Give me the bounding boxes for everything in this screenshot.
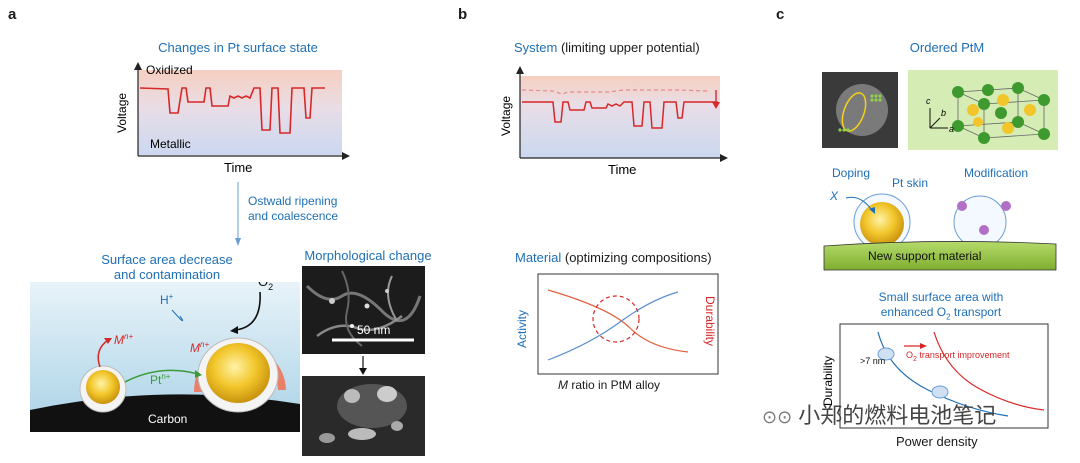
pt-ion-label: Ptn+ [150, 372, 171, 387]
dissolution-arrow [97, 339, 109, 368]
axis-a-label: a [949, 124, 954, 134]
ostwald-arrow [235, 182, 241, 246]
axis-b-label: b [941, 108, 946, 118]
pt-surface-state-title: Changes in Pt surface state [158, 40, 318, 55]
dopant-x-label: X [829, 189, 839, 203]
ostwald-label-line1: Ostwald ripening [248, 194, 338, 208]
o2-label: O2 [258, 282, 273, 292]
oxidized-label: Oxidized [146, 63, 193, 77]
doping-label: Doping [832, 166, 871, 180]
durability-label-b: Durability [703, 296, 717, 346]
small-sa-line1: Small surface area with [878, 290, 1004, 304]
axis-c-label: c [926, 96, 931, 106]
large-pt-particle [206, 343, 270, 403]
surface-area-line1: Surface area decrease [101, 252, 233, 267]
durability-axis-label-c: Durability [821, 356, 835, 406]
carbon-label: Carbon [148, 412, 187, 426]
durability-curve [547, 289, 689, 353]
m-ratio-axis-label: M ratio in PtM alloy [558, 378, 660, 392]
panel-letter-b: b [458, 6, 468, 23]
tem-image-after [302, 376, 425, 456]
m-ratio-m: M [558, 378, 568, 392]
time-axis-label-b: Time [608, 162, 636, 177]
material-label-rest: (optimizing compositions) [561, 250, 712, 265]
voltage-axis-label-b: Voltage [499, 96, 513, 136]
nm-label: >7 nm [860, 356, 885, 366]
redeposition-arrow [124, 369, 199, 383]
voltage-trace [139, 87, 325, 134]
voltage-axis-label: Voltage [115, 93, 129, 133]
tem-down-arrow [359, 356, 367, 375]
system-title: System (limiting upper potential) [514, 40, 700, 55]
watermark-text: 小郑的燃料电池笔记 [798, 403, 997, 428]
ordered-ptm-title: Ordered PtM [909, 40, 985, 55]
o2-improve-label: O2 transport improvement [906, 350, 1010, 363]
mn-right-label: Mn+ [190, 340, 209, 355]
surface-area-label: Surface area decrease and contamination [92, 252, 242, 282]
material-title: Material (optimizing compositions) [515, 250, 712, 265]
durability-power-plot: >7 nm O2 transport improvement Durabilit… [821, 323, 1049, 429]
pt-skin-label: Pt skin [892, 176, 929, 190]
system-voltage-plot: Voltage Time [499, 66, 728, 177]
ostwald-label-line2: and coalescence [248, 209, 339, 223]
improved-curve [933, 331, 1045, 411]
material-label: Material [515, 250, 562, 265]
wechat-icon: ⊙⊙ [762, 407, 793, 427]
system-label-rest: (limiting upper potential) [557, 40, 700, 55]
ordered-ptm-crystal: c b a [908, 70, 1058, 150]
optimum-circle [592, 295, 640, 343]
pt-surface-voltage-plot: Oxidized Metallic Voltage Time [115, 62, 350, 175]
support-block [823, 241, 1057, 271]
support-label: New support material [868, 249, 981, 263]
scale-bar-label: 50 nm [357, 323, 390, 337]
morphological-change-title: Morphological change [304, 248, 432, 263]
metallic-label: Metallic [150, 137, 191, 151]
tem-image-before: 50 nm [302, 266, 425, 354]
activity-durability-plot: Activity Durability [515, 273, 719, 375]
power-density-label: Power density [896, 434, 978, 449]
ordered-ptm-tem-image [822, 72, 898, 148]
time-axis-label: Time [224, 160, 252, 175]
activity-label: Activity [515, 310, 529, 348]
mn-left-label: Mn+ [114, 332, 133, 347]
h-plus-label: H+ [160, 292, 174, 307]
m-ratio-rest: ratio in PtM alloy [568, 378, 661, 392]
limited-voltage-trace [522, 101, 718, 129]
doped-particle [860, 202, 904, 246]
panel-letter-a: a [8, 6, 17, 23]
surface-area-line2: and contamination [113, 267, 221, 282]
carbon-particle-schematic: H+ O2 Mn+ Mn+ Ptn+ Carbon [30, 282, 300, 432]
support-material-schematic: X New support material [823, 189, 1057, 271]
activity-curve [547, 291, 679, 361]
small-surface-area-title: Small surface area with enhanced O2 tran… [856, 290, 1026, 324]
modification-label: Modification [964, 166, 1029, 180]
panel-letter-c: c [776, 6, 785, 23]
system-label: System [514, 40, 558, 55]
h-plus-arrow [171, 309, 184, 322]
o2-arrow [234, 291, 261, 331]
watermark: ⊙⊙ 小郑的燃料电池笔记 [762, 398, 996, 430]
small-pt-particle [86, 370, 120, 404]
original-voltage-trace-dashed [521, 89, 709, 95]
small-sa-line2: enhanced O2 transport [880, 305, 1002, 322]
ostwald-label: Ostwald ripening and coalescence [248, 194, 338, 224]
